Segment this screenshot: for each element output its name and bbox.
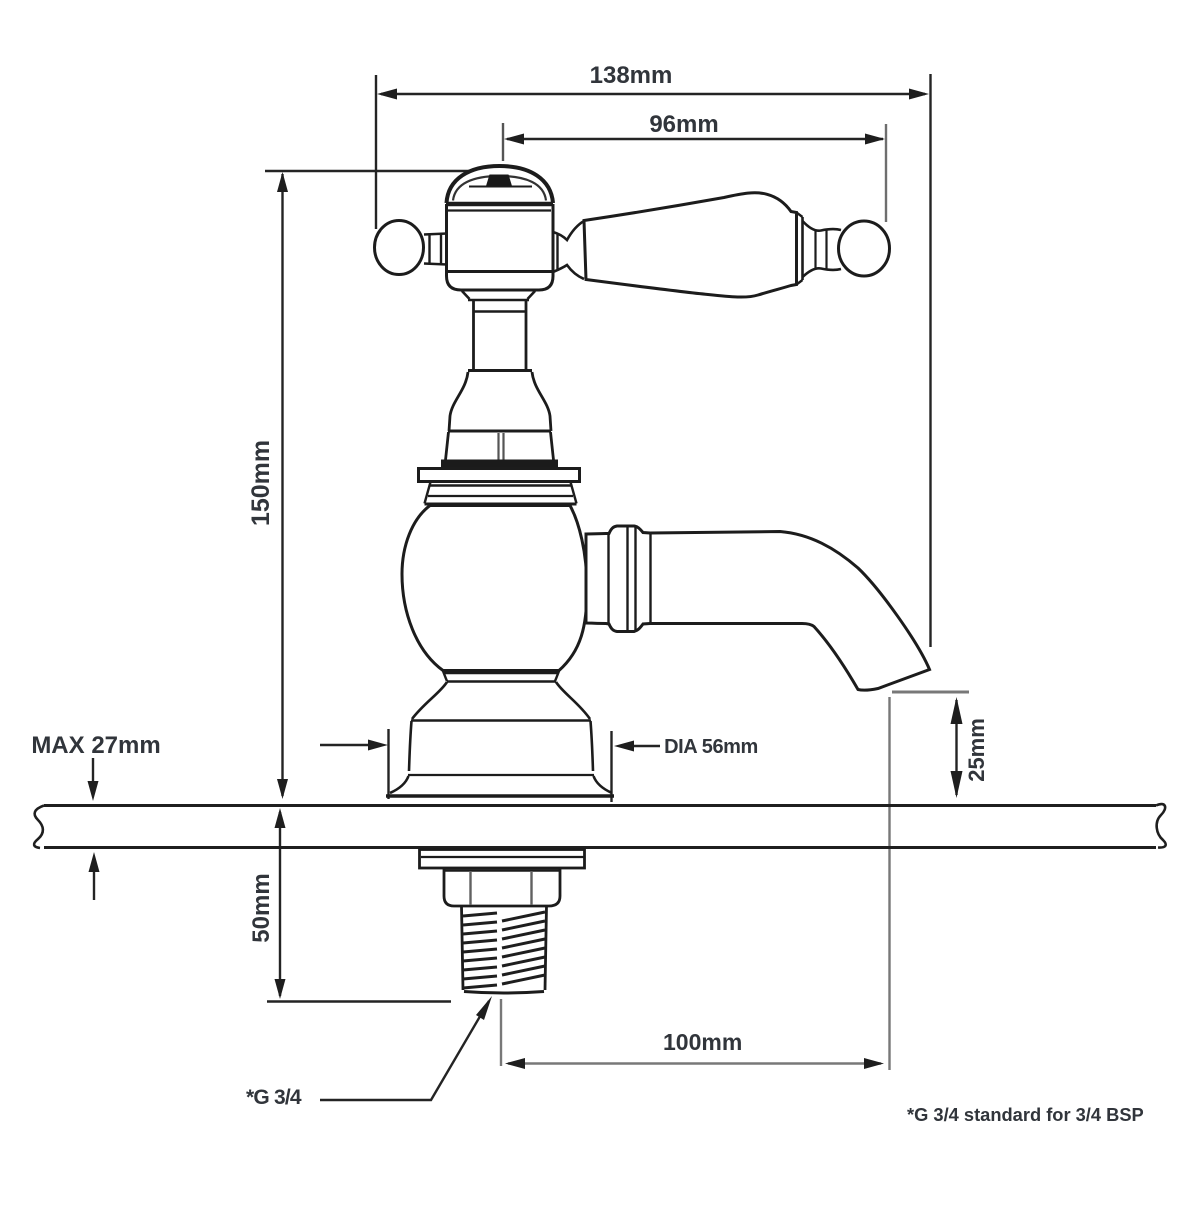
svg-text:150mm: 150mm — [247, 440, 275, 526]
svg-text:*G 3/4: *G 3/4 — [246, 1086, 302, 1109]
svg-text:50mm: 50mm — [248, 873, 275, 942]
svg-text:96mm: 96mm — [649, 111, 718, 138]
svg-text:25mm: 25mm — [964, 718, 989, 782]
svg-text:DIA 56mm: DIA 56mm — [664, 736, 758, 758]
svg-text:MAX 27mm: MAX 27mm — [31, 732, 160, 759]
svg-text:*G 3/4 standard for 3/4 BSP: *G 3/4 standard for 3/4 BSP — [907, 1104, 1144, 1125]
svg-text:100mm: 100mm — [663, 1029, 742, 1055]
svg-text:138mm: 138mm — [590, 62, 673, 89]
